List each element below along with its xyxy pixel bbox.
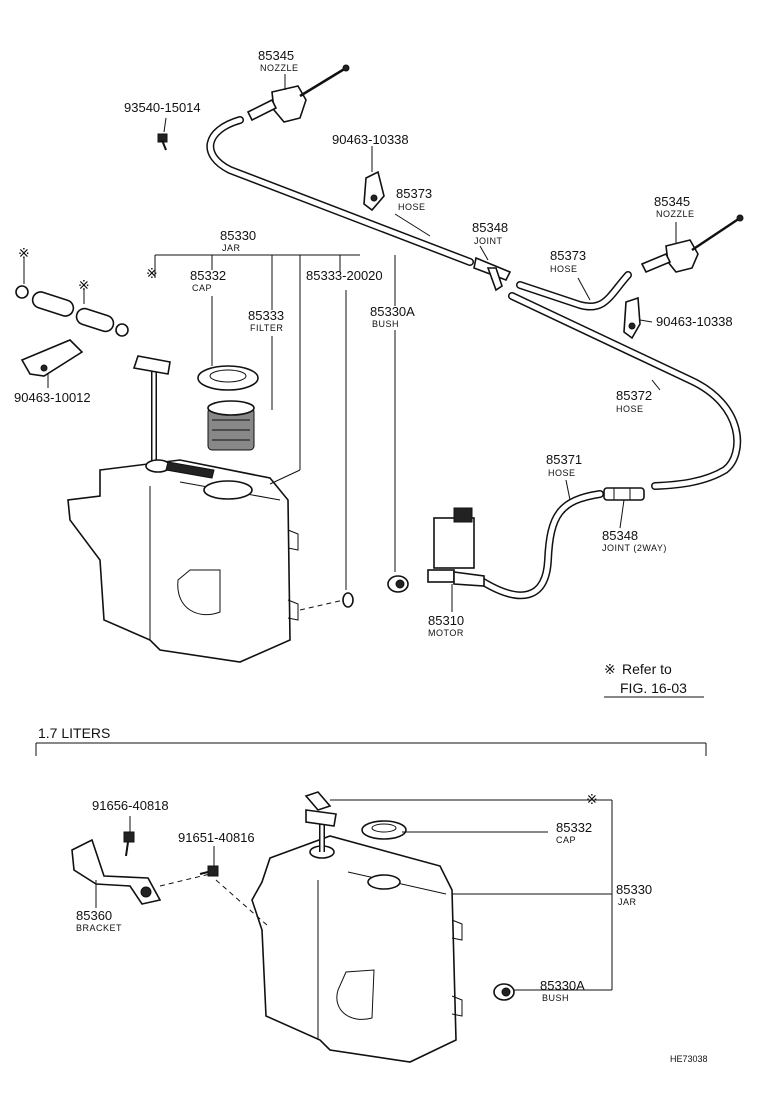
label-filter: FILTER	[250, 323, 283, 333]
asterisk-mark-1: ※	[18, 245, 30, 261]
label-90463-10338-top: 90463-10338	[332, 132, 409, 147]
label-joint-2way: JOINT (2WAY)	[602, 543, 667, 553]
label-85372: 85372	[616, 388, 652, 403]
label-85348-2way: 85348	[602, 528, 638, 543]
label-85332-lower: 85332	[556, 820, 592, 835]
label-cap: CAP	[192, 283, 212, 293]
hose-85373-upper	[206, 116, 474, 266]
leader-lines-lower	[95, 799, 613, 991]
label-bush: BUSH	[372, 319, 399, 329]
nozzle-85345-right	[640, 214, 744, 274]
label-90463-10012: 90463-10012	[14, 390, 91, 405]
label-85373-upper: 85373	[396, 186, 432, 201]
label-91656-40818: 91656-40818	[92, 798, 169, 813]
refer-note-line1: Refer to	[622, 661, 672, 677]
bracket-85360	[71, 838, 162, 905]
cap-85332	[197, 365, 259, 391]
label-85332: 85332	[190, 268, 226, 283]
label-hose-upper: HOSE	[398, 202, 426, 212]
label-85345-right: 85345	[654, 194, 690, 209]
section-title: 1.7 LITERS	[38, 725, 110, 741]
label-85373-right: 85373	[550, 248, 586, 263]
clamp-90463-10012	[20, 339, 84, 377]
jar-85330	[67, 459, 299, 663]
figure-code: HE73038	[670, 1054, 708, 1064]
joint-85348	[473, 256, 512, 292]
label-90463-10338-right: 90463-10338	[656, 314, 733, 329]
cap-85332-lower	[361, 820, 407, 840]
hose-piece-left	[15, 285, 129, 337]
hose-85371	[476, 490, 604, 600]
label-hose-right: HOSE	[550, 264, 578, 274]
label-91651-40816: 91651-40816	[178, 830, 255, 845]
label-93540-15014: 93540-15014	[124, 100, 201, 115]
label-jar-lower: JAR	[618, 897, 637, 907]
joint-85348-2way	[603, 487, 645, 501]
clamp-90463-10338-right	[623, 296, 641, 340]
bush-85330A	[387, 575, 409, 593]
nozzle-85345-top	[246, 64, 350, 123]
refer-note-symbol: ※	[604, 661, 616, 677]
label-hose-motor: HOSE	[548, 468, 576, 478]
section-divider	[35, 742, 707, 756]
label-joint: JOINT	[474, 236, 503, 246]
label-85330A: 85330A	[370, 304, 415, 319]
label-85333-20020: 85333-20020	[306, 268, 383, 283]
label-cap-lower: CAP	[556, 835, 576, 845]
label-hose-long: HOSE	[616, 404, 644, 414]
jar-85330-lower	[251, 835, 463, 1063]
screw-91656-40818	[123, 831, 135, 857]
label-jar: JAR	[222, 243, 241, 253]
bush-85330A-lower	[493, 983, 515, 1001]
label-bracket: BRACKET	[76, 923, 122, 933]
leader-lines-upper	[23, 74, 677, 612]
hose-85372	[508, 292, 742, 490]
filler-neck-lower	[304, 791, 337, 852]
screw-91651-40816	[199, 865, 219, 877]
asterisk-mark-2: ※	[78, 277, 90, 293]
motor-85310	[427, 507, 485, 587]
label-nozzle-right: NOZZLE	[656, 209, 695, 219]
label-nozzle-top: NOZZLE	[260, 63, 299, 73]
hose-85373-right	[516, 271, 632, 311]
filter-85333	[207, 400, 255, 451]
label-85310: 85310	[428, 613, 464, 628]
label-85330-lower: 85330	[616, 882, 652, 897]
suction-pipe	[132, 355, 171, 466]
label-bush-lower: BUSH	[542, 993, 569, 1003]
grommet-85333-20020	[342, 592, 354, 608]
label-motor: MOTOR	[428, 628, 464, 638]
asterisk-mark-lower: ※	[586, 791, 598, 807]
label-85345-top: 85345	[258, 48, 294, 63]
label-85330: 85330	[220, 228, 256, 243]
label-85360: 85360	[76, 908, 112, 923]
clamp-90463-10338-top	[363, 170, 385, 212]
asterisk-mark-3: ※	[146, 265, 158, 281]
label-85330A-lower: 85330A	[540, 978, 585, 993]
refer-note-line2: FIG. 16-03	[620, 680, 687, 696]
label-85371: 85371	[546, 452, 582, 467]
label-85333: 85333	[248, 308, 284, 323]
screw-93540-15014	[157, 133, 168, 151]
label-85348: 85348	[472, 220, 508, 235]
